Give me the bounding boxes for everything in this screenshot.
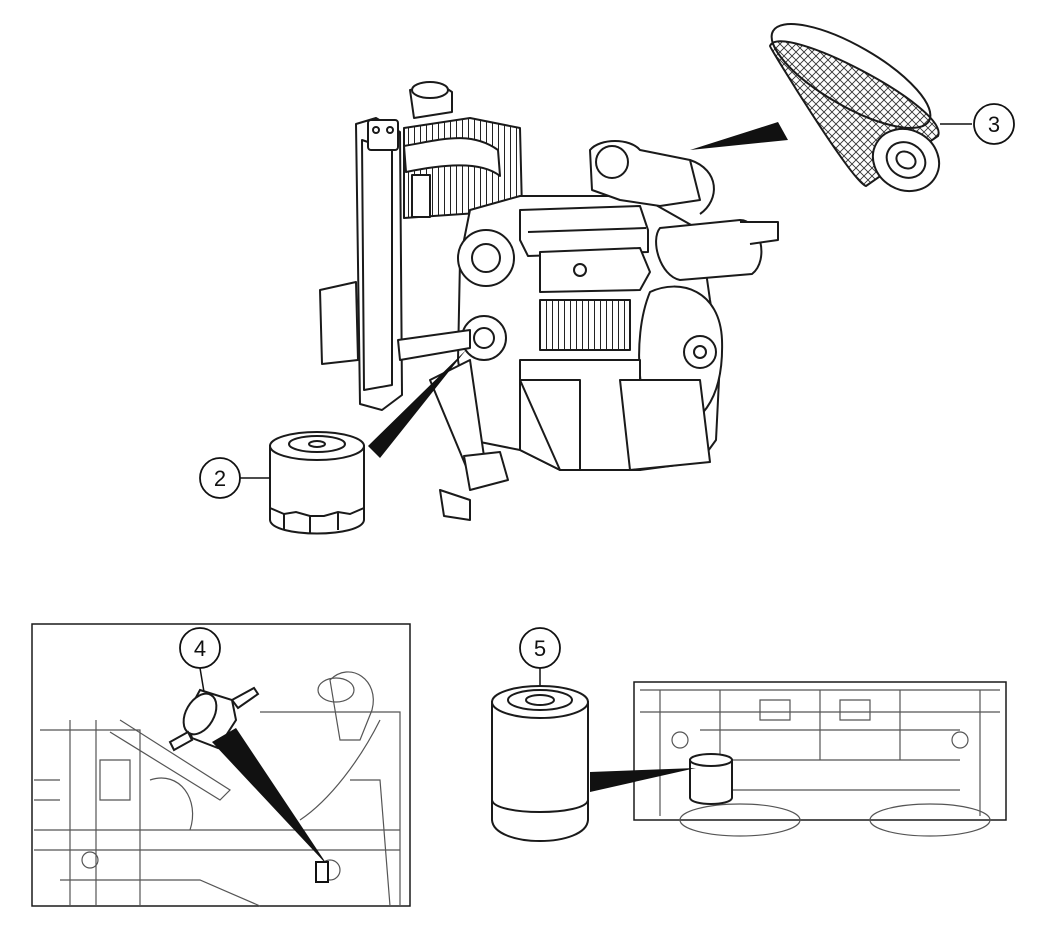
air-filter [768,23,941,193]
callout-3: 3 [973,103,1015,145]
side-box [319,281,359,365]
callout-4: 4 [179,627,221,669]
oil-filter [269,431,365,535]
callout-5-number: 5 [534,636,546,661]
engine-assembly [319,81,779,521]
inline-fuel-filter [168,686,260,752]
panel-fuel-filter-location [633,681,1007,837]
panel-inline-fuel-filter [31,623,411,907]
spin-on-filter-pointer [590,768,696,792]
installed-fuel-filter [689,753,733,805]
air-filter-pointer [690,122,788,150]
callout-3-number: 3 [988,112,1000,137]
spin-on-fuel-filter [491,685,589,842]
radiator [355,117,403,411]
callout-2: 2 [199,457,241,499]
oil-filter-pointer [368,350,466,458]
callout-4-number: 4 [194,636,206,661]
callout-2-number: 2 [214,466,226,491]
callout-5: 5 [519,627,561,669]
inline-filter-pointer [212,728,328,866]
callout-4-leader [199,667,205,693]
